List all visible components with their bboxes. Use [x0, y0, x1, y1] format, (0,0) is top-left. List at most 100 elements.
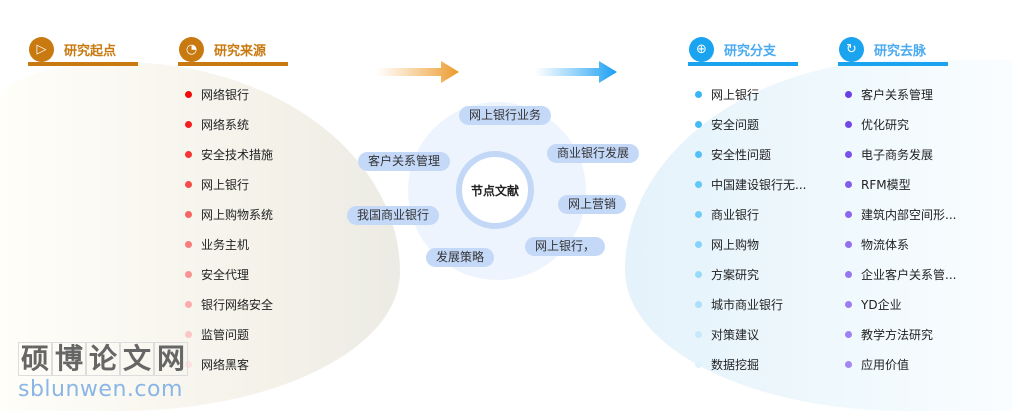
list-item-label: 网络系统 — [201, 118, 250, 132]
header-research-start: ▷ 研究起点 — [28, 36, 138, 66]
list-item-label: YD企业 — [861, 298, 902, 312]
bullet-dot-icon — [185, 91, 192, 98]
list-item[interactable]: 中国建设银行无... — [695, 176, 845, 206]
arrow-right-icon — [535, 61, 617, 83]
keyword-pill[interactable]: 商业银行发展 — [547, 144, 640, 163]
list-item-label: 企业客户关系管... — [861, 268, 957, 282]
list-item-label: 网络黑客 — [201, 358, 250, 372]
bullet-dot-icon — [185, 331, 192, 338]
list-item[interactable]: 网上银行 — [695, 86, 845, 116]
list-item-label: 安全技术措施 — [201, 148, 274, 162]
header-title: 研究分支 — [724, 43, 777, 59]
list-item[interactable]: 物流体系 — [845, 236, 995, 266]
list-item[interactable]: 网络黑客 — [185, 356, 335, 386]
bullet-dot-icon — [695, 361, 702, 368]
list-item[interactable]: YD企业 — [845, 296, 995, 326]
bullet-dot-icon — [695, 121, 702, 128]
list-item[interactable]: 安全技术措施 — [185, 146, 335, 176]
list-item-label: 教学方法研究 — [861, 328, 934, 342]
bullet-dot-icon — [185, 151, 192, 158]
bullet-dot-icon — [185, 361, 192, 368]
arrow-right-icon — [377, 61, 459, 83]
bullet-dot-icon — [185, 301, 192, 308]
send-icon: ▷ — [29, 36, 54, 62]
list-item-label: 监管问题 — [201, 328, 250, 342]
list-item[interactable]: 网上购物 — [695, 236, 845, 266]
list-item[interactable]: 数据挖掘 — [695, 356, 845, 386]
bullet-dot-icon — [845, 181, 852, 188]
list-item[interactable]: 城市商业银行 — [695, 296, 845, 326]
bullet-dot-icon — [845, 211, 852, 218]
list-item-label: 网上购物系统 — [201, 208, 274, 222]
keyword-pill[interactable]: 我国商业银行 — [347, 206, 440, 225]
keyword-pill[interactable]: 网上银行， — [525, 237, 606, 256]
keyword-pill[interactable]: 客户关系管理 — [358, 152, 451, 171]
bullet-dot-icon — [185, 241, 192, 248]
list-item[interactable]: 网上购物系统 — [185, 206, 335, 236]
bullet-dot-icon — [185, 211, 192, 218]
list-item[interactable]: 方案研究 — [695, 266, 845, 296]
list-item-label: 中国建设银行无... — [711, 178, 807, 192]
list-item-label: 物流体系 — [861, 238, 910, 252]
list-item-label: 建筑内部空间形... — [861, 208, 957, 222]
header-research-source: ◔ 研究来源 — [178, 36, 288, 66]
bullet-dot-icon — [845, 271, 852, 278]
list-item[interactable]: 优化研究 — [845, 116, 995, 146]
list-item-label: 安全性问题 — [711, 148, 772, 162]
list-item[interactable]: 客户关系管理 — [845, 86, 995, 116]
list-item[interactable]: 监管问题 — [185, 326, 335, 356]
list-item[interactable]: 电子商务发展 — [845, 146, 995, 176]
list-item-label: 安全代理 — [201, 268, 250, 282]
list-item[interactable]: 安全性问题 — [695, 146, 845, 176]
list-item[interactable]: 建筑内部空间形... — [845, 206, 995, 236]
list-item-label: 城市商业银行 — [711, 298, 784, 312]
list-item[interactable]: 商业银行 — [695, 206, 845, 236]
header-title: 研究起点 — [64, 43, 117, 59]
bullet-dot-icon — [845, 331, 852, 338]
list-item-label: 安全问题 — [711, 118, 760, 132]
list-item[interactable]: 业务主机 — [185, 236, 335, 266]
header-research-branch: ⊕ 研究分支 — [688, 36, 798, 66]
list-item-label: RFM模型 — [861, 178, 911, 192]
list-item[interactable]: 网络银行 — [185, 86, 335, 116]
list-item-label: 银行网络安全 — [201, 298, 274, 312]
bullet-dot-icon — [695, 91, 702, 98]
list-item[interactable]: 网络系统 — [185, 116, 335, 146]
header-title: 研究去脉 — [874, 43, 927, 59]
list-item[interactable]: 应用价值 — [845, 356, 995, 386]
list-item-label: 客户关系管理 — [861, 88, 934, 102]
list-item-label: 电子商务发展 — [861, 148, 934, 162]
list-item-label: 网上银行 — [201, 178, 250, 192]
source-list: 网络银行网络系统安全技术措施网上银行网上购物系统业务主机安全代理银行网络安全监管… — [185, 86, 335, 386]
bullet-dot-icon — [845, 241, 852, 248]
center-label: 节点文献 — [470, 183, 519, 198]
bullet-dot-icon — [695, 151, 702, 158]
bullet-dot-icon — [185, 181, 192, 188]
trend-list: 客户关系管理优化研究电子商务发展 RFM模型建筑内部空间形... 物流体系企业客户关… — [845, 86, 995, 386]
list-item-label: 对策建议 — [711, 328, 760, 342]
list-item[interactable]: 教学方法研究 — [845, 326, 995, 356]
list-item[interactable]: 网上银行 — [185, 176, 335, 206]
pie-chart-icon: ◔ — [179, 36, 204, 62]
list-item[interactable]: 安全代理 — [185, 266, 335, 296]
refresh-icon: ↻ — [839, 36, 864, 62]
bullet-dot-icon — [845, 151, 852, 158]
list-item[interactable]: RFM模型 — [845, 176, 995, 206]
keyword-pill[interactable]: 网上营销 — [558, 195, 627, 214]
list-item[interactable]: 对策建议 — [695, 326, 845, 356]
center-node[interactable]: 节点文献 — [456, 151, 534, 229]
list-item-label: 业务主机 — [201, 238, 250, 252]
list-item-label: 商业银行 — [711, 208, 760, 222]
keyword-pill[interactable]: 发展策略 — [426, 248, 495, 267]
keyword-pill[interactable]: 网上银行业务 — [459, 106, 552, 125]
bullet-dot-icon — [695, 301, 702, 308]
list-item[interactable]: 安全问题 — [695, 116, 845, 146]
list-item[interactable]: 银行网络安全 — [185, 296, 335, 326]
bullet-dot-icon — [695, 241, 702, 248]
list-item[interactable]: 企业客户关系管... — [845, 266, 995, 296]
list-item-label: 数据挖掘 — [711, 358, 760, 372]
header-title: 研究来源 — [214, 43, 267, 59]
list-item-label: 优化研究 — [861, 118, 910, 132]
list-item-label: 网上购物 — [711, 238, 760, 252]
plus-circle-icon: ⊕ — [689, 36, 714, 62]
